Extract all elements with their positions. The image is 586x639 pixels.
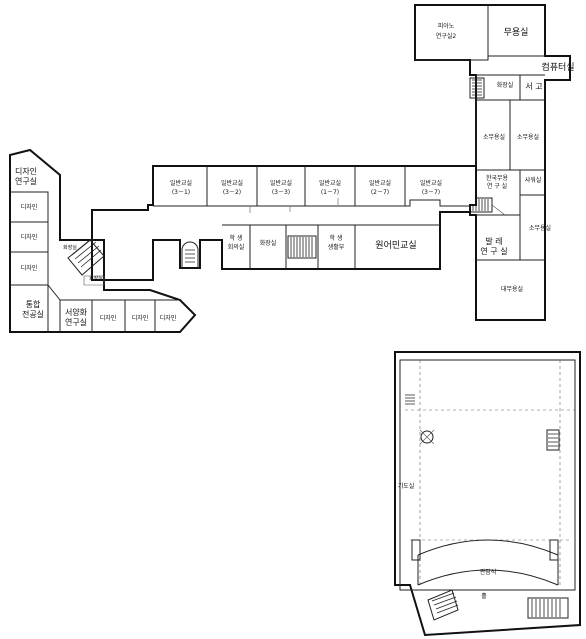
label-design-6: 디자인 bbox=[160, 314, 177, 322]
central-outline bbox=[91, 165, 477, 281]
auditorium-outline bbox=[394, 351, 581, 637]
label-large-dance-room: 대무용실 bbox=[501, 285, 523, 293]
label-class-3-1: 일반교실(3－1) bbox=[170, 179, 192, 196]
east-wing-outline bbox=[414, 4, 571, 321]
label-small-dance-a: 소무용실 bbox=[483, 133, 505, 141]
label-shower-room: 샤워실 bbox=[525, 176, 542, 184]
label-class-3-2: 일반교실(3－2) bbox=[221, 179, 243, 196]
west-wing bbox=[9, 148, 197, 333]
label-restroom-east: 화장실 bbox=[497, 81, 514, 89]
auditorium-stair-right bbox=[527, 597, 569, 619]
label-class-3-3: 일반교실(3－3) bbox=[270, 179, 292, 196]
label-class-3-7: 일반교실(3－7) bbox=[420, 179, 442, 196]
label-design-2: 디자인 bbox=[21, 233, 38, 241]
label-class-1-7: 일반교실(1－7) bbox=[319, 179, 341, 196]
auditorium bbox=[394, 351, 581, 637]
label-restroom-mid: 화장실 bbox=[260, 239, 277, 247]
label-auditorium-seats: 관람석 bbox=[480, 568, 497, 576]
auditorium-stair-left bbox=[427, 589, 459, 621]
central-stair bbox=[287, 235, 317, 259]
label-design-4: 디자인 bbox=[100, 314, 117, 322]
label-restroom-west-a: 화장실 bbox=[63, 244, 77, 251]
label-computer-room: 컴퓨터실 bbox=[541, 61, 574, 73]
label-prayer-room: 기도실 bbox=[398, 482, 415, 490]
label-small-dance-c: 소무용실 bbox=[529, 224, 551, 232]
east-stair bbox=[469, 77, 485, 99]
label-hall: 홀 bbox=[481, 592, 487, 600]
label-storage: 서 고 bbox=[525, 82, 542, 91]
central-corridor bbox=[91, 165, 477, 281]
west-stair bbox=[67, 237, 105, 276]
label-restroom-west-b: 화장실 bbox=[89, 275, 103, 282]
label-native-teacher: 원어민교실 bbox=[375, 240, 416, 251]
round-stair bbox=[181, 241, 199, 268]
label-dance-room-top: 무용실 bbox=[504, 27, 529, 38]
label-small-dance-b: 소무용실 bbox=[517, 133, 539, 141]
east-wing bbox=[414, 4, 571, 321]
label-design-1: 디자인 bbox=[21, 203, 38, 211]
label-design-5: 디자인 bbox=[132, 314, 149, 322]
label-class-2-7: 일반교실(2－7) bbox=[369, 179, 391, 196]
label-design-3: 디자인 bbox=[21, 264, 38, 272]
